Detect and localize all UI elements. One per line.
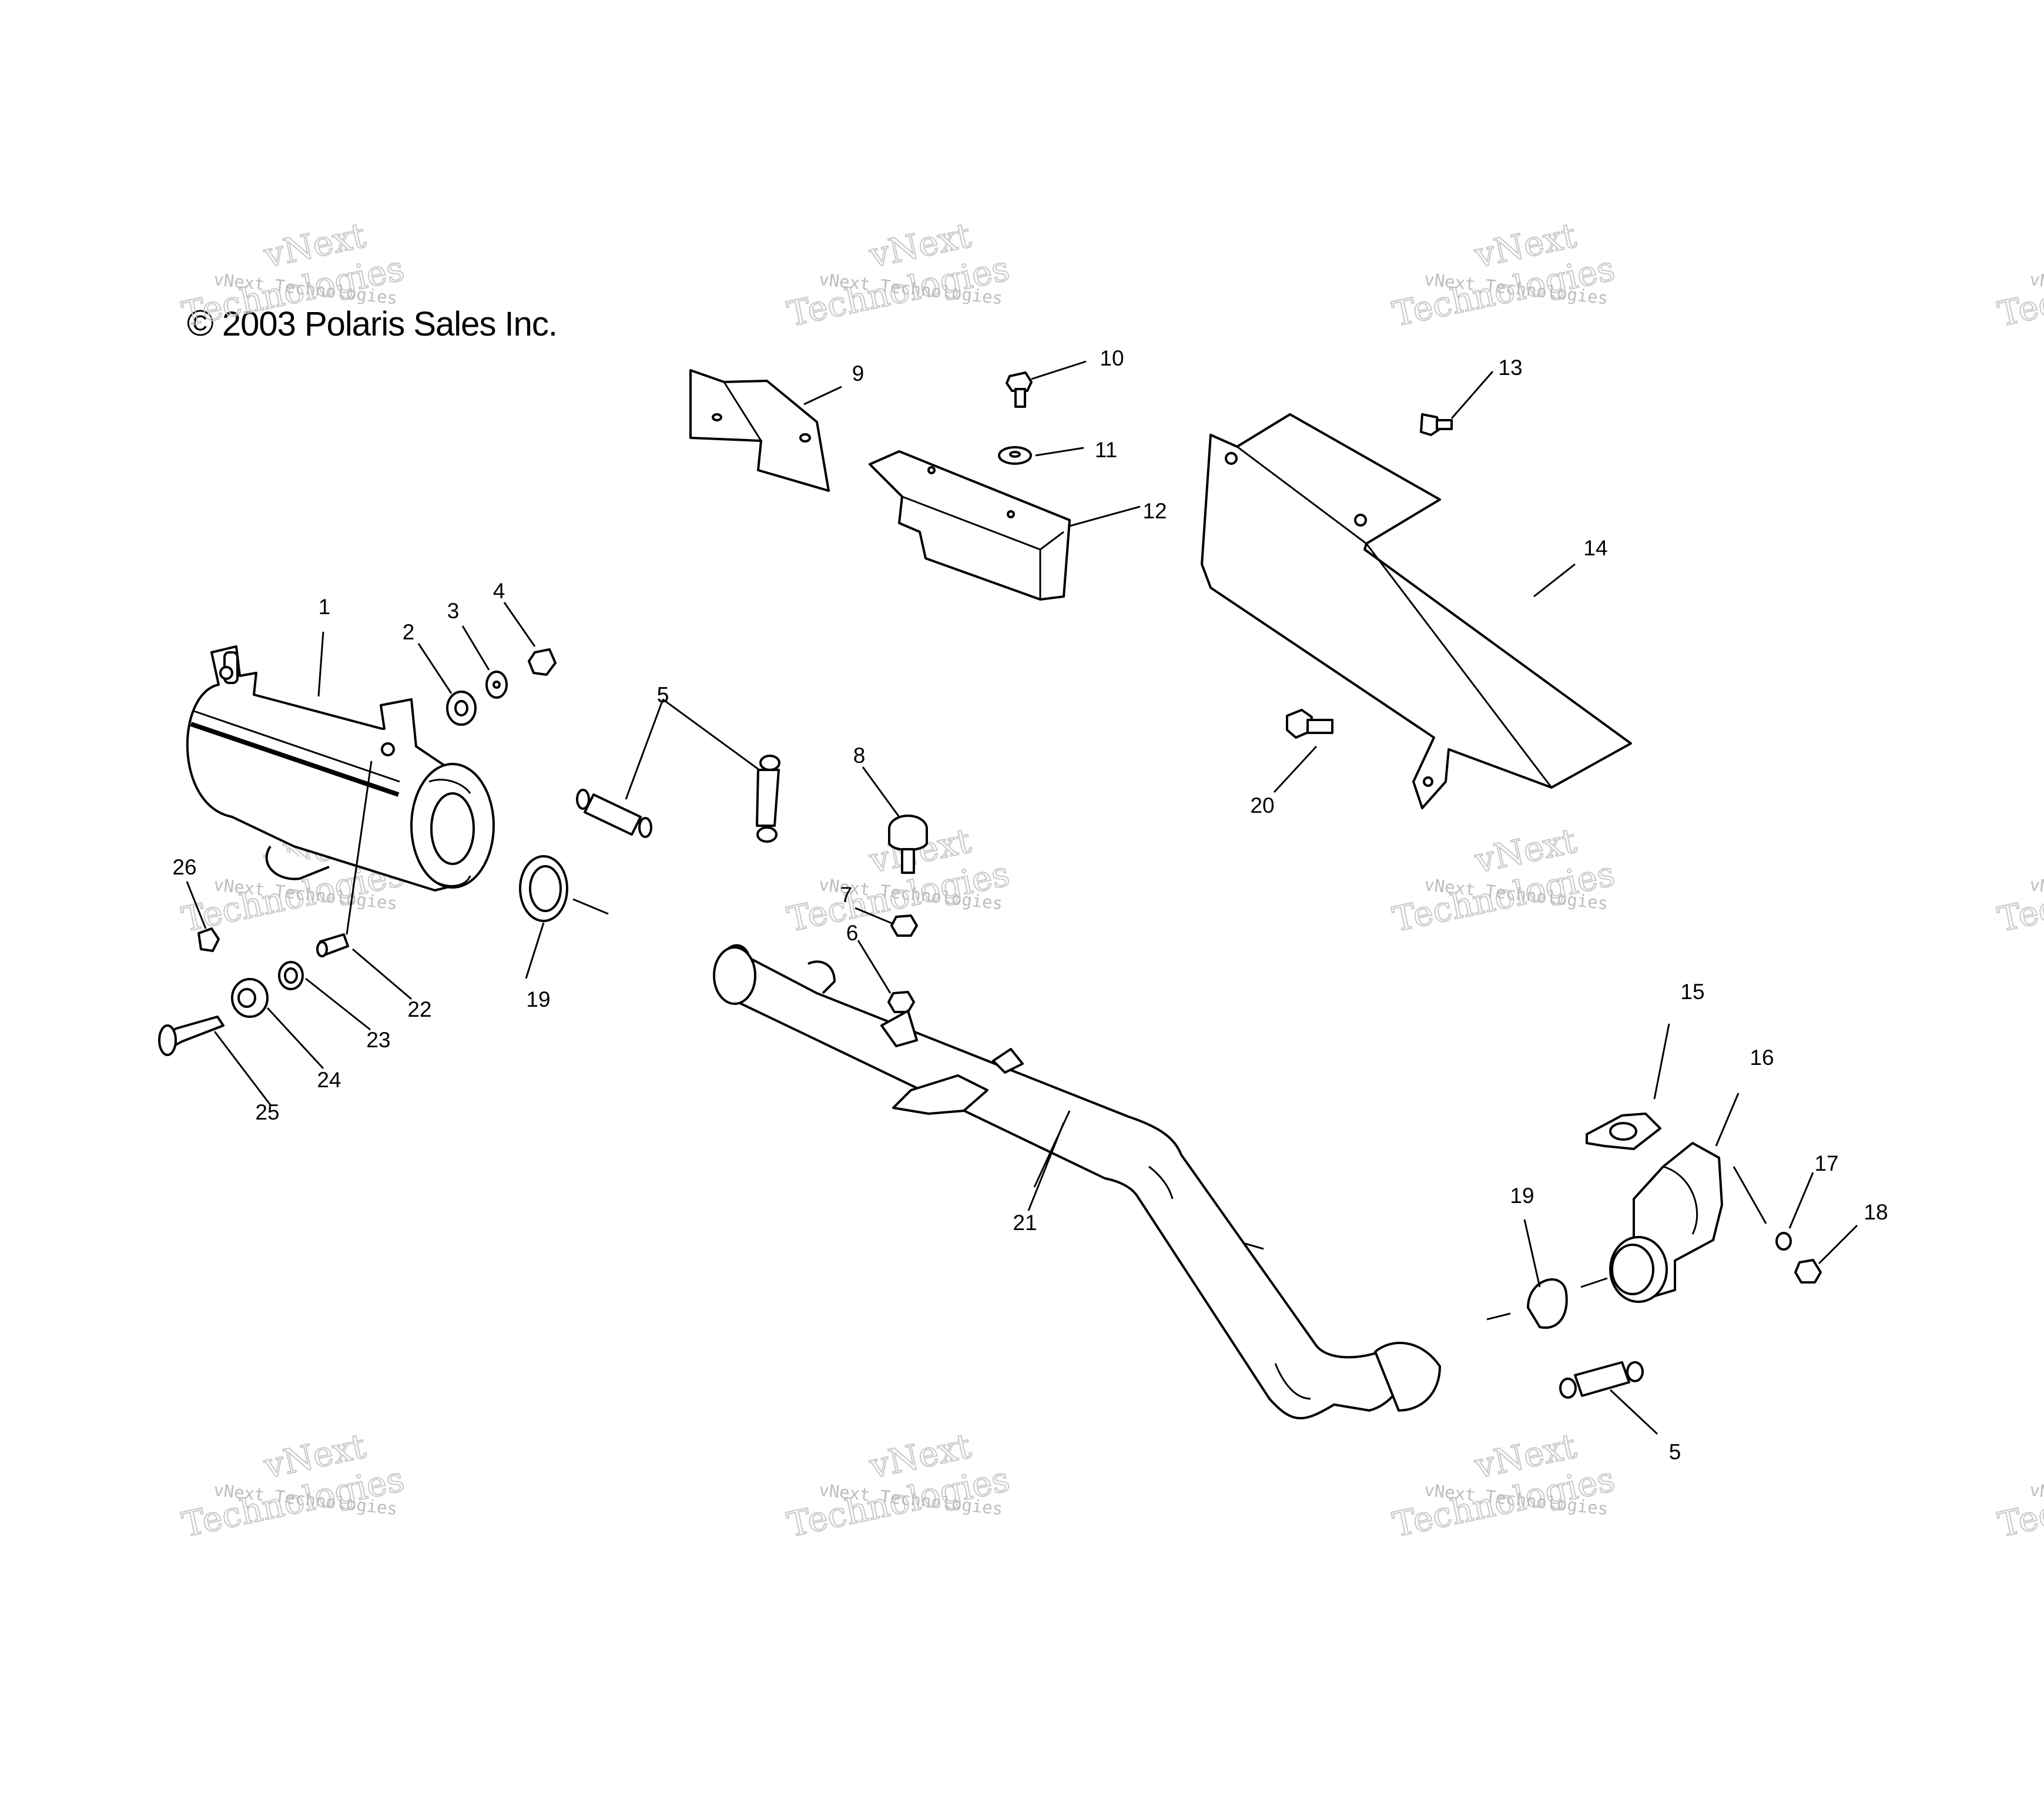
part-washer-11	[998, 446, 1032, 465]
part-bushing-24	[231, 978, 269, 1018]
part-nut-small	[528, 648, 557, 676]
callout-3: 3	[447, 599, 460, 623]
part-bolt-13	[1420, 413, 1453, 436]
part-seal-19a	[519, 855, 568, 922]
callout-19: 19	[526, 987, 550, 1011]
part-heat-shield	[1201, 413, 1632, 809]
callout-22: 22	[407, 997, 431, 1021]
callout-8: 8	[853, 743, 866, 768]
callout-labels: 1234555678910111213141516171819192021222…	[172, 346, 1888, 1464]
part-spring-a	[576, 789, 652, 838]
callout-24: 24	[317, 1068, 341, 1092]
callout-13: 13	[1498, 356, 1522, 380]
callout-4: 4	[493, 579, 505, 603]
part-washer-small	[485, 671, 508, 699]
callout-5: 5	[657, 683, 669, 707]
callout-5: 5	[1669, 1440, 1681, 1464]
part-seal-19b	[1527, 1278, 1568, 1329]
part-head-pipe	[713, 944, 1441, 1420]
part-bolt-20	[1286, 709, 1333, 739]
part-washer-17	[1775, 1232, 1792, 1251]
part-bolt-25	[158, 1016, 224, 1056]
callout-14: 14	[1583, 536, 1607, 560]
part-grommet	[446, 691, 477, 726]
part-nut-18	[1794, 1259, 1822, 1284]
part-nut-6	[887, 991, 915, 1013]
callout-20: 20	[1250, 793, 1274, 817]
callout-25: 25	[255, 1100, 279, 1124]
callout-23: 23	[366, 1028, 390, 1052]
callout-6: 6	[846, 921, 859, 945]
part-muffler	[186, 645, 495, 935]
callout-15: 15	[1680, 980, 1704, 1004]
part-spring-c	[1559, 1361, 1644, 1399]
callout-10: 10	[1100, 346, 1124, 370]
watermark-word-b: Technologies	[1995, 1459, 2044, 1544]
copyright-notice: © 2003 Polaris Sales Inc.	[187, 303, 558, 344]
part-bolt-26	[197, 927, 220, 952]
watermark-word-b: Technologies	[1995, 853, 2044, 939]
part-rubber-mount	[888, 815, 928, 874]
callout-19: 19	[1510, 1184, 1534, 1208]
callout-1: 1	[319, 595, 331, 619]
leader-lines	[186, 360, 1858, 1435]
callout-11: 11	[1095, 438, 1117, 462]
watermark-word-b: Technologies	[1995, 248, 2044, 334]
part-nut-7	[890, 914, 918, 937]
part-elbow-16	[1609, 1142, 1723, 1303]
callout-17: 17	[1814, 1151, 1838, 1175]
copyright-text: 2003 Polaris Sales Inc.	[222, 305, 558, 343]
part-bolt-10	[1006, 371, 1033, 408]
part-bracket-12	[869, 450, 1071, 601]
callout-18: 18	[1864, 1200, 1888, 1224]
callout-9: 9	[852, 361, 864, 386]
copyright-symbol: ©	[187, 303, 214, 344]
part-gasket-15	[1586, 1113, 1661, 1150]
part-washer-23	[278, 961, 304, 990]
callout-26: 26	[172, 855, 196, 879]
part-sleeve-22	[316, 933, 349, 957]
callout-2: 2	[403, 620, 415, 644]
callout-5: 5	[657, 683, 669, 707]
part-spring-b	[756, 755, 780, 843]
part-bracket-9	[689, 369, 830, 492]
callout-7: 7	[840, 883, 853, 907]
callout-12: 12	[1142, 499, 1167, 523]
callout-16: 16	[1750, 1046, 1774, 1070]
callout-21: 21	[1013, 1211, 1037, 1235]
parts-layer	[158, 369, 1822, 1420]
